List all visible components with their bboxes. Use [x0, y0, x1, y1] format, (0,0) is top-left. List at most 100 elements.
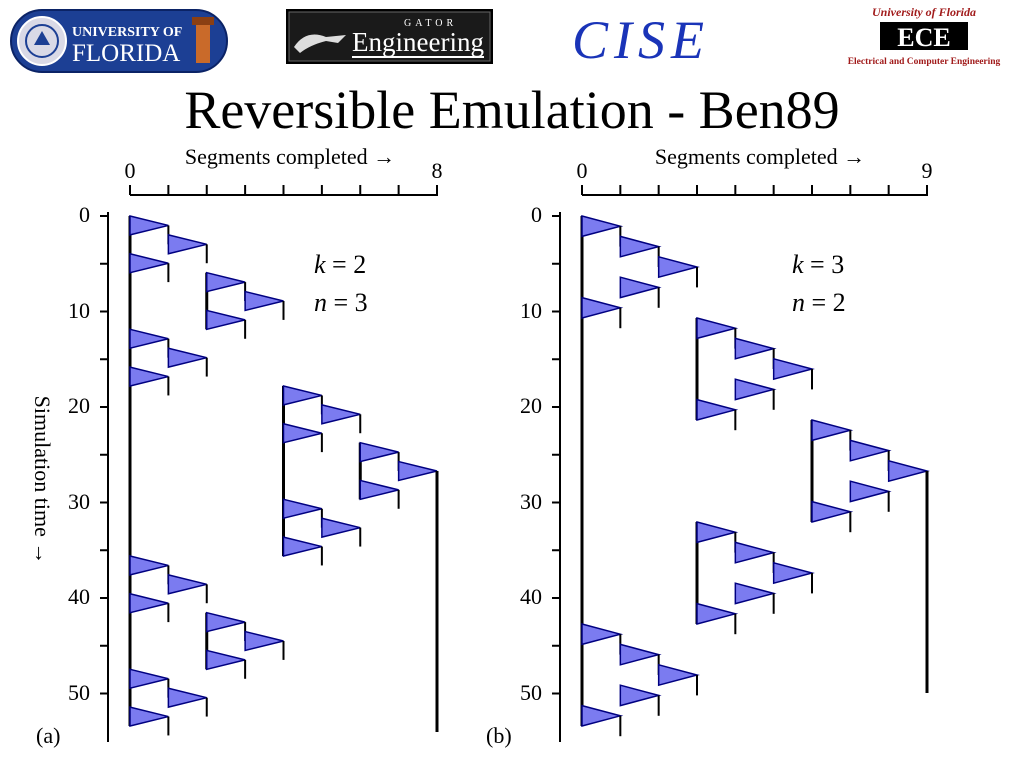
segment-triangle: [321, 403, 361, 425]
segment-triangle: [734, 378, 777, 401]
segment-triangle: [321, 517, 361, 539]
segment-triangle: [619, 684, 662, 707]
segment-triangle: [619, 276, 662, 299]
panel-b-emulation-tree: [580, 215, 930, 737]
panel-b-y-tick-50: 50: [520, 680, 542, 705]
segment-triangle: [581, 704, 624, 727]
svg-text:Engineering: Engineering: [352, 27, 484, 57]
panel-b-n-label: n = 2: [792, 288, 846, 317]
segment-triangle: [657, 255, 700, 279]
segment-triangle: [167, 573, 207, 595]
segment-triangle: [696, 521, 739, 544]
panel-b: 0 9 Segments completed → 0 10 20 30 40 5…: [486, 144, 933, 748]
panel-b-x-tick-start: 0: [577, 158, 588, 183]
segment-triangle: [129, 252, 169, 274]
panel-a-emulation-tree: [128, 215, 439, 736]
university-of-florida-logo: UNIVERSITY OF FLORIDA: [10, 9, 228, 73]
segment-triangle: [811, 419, 854, 442]
segment-triangle: [244, 290, 284, 312]
segment-triangle: [167, 687, 207, 709]
segment-triangle: [359, 441, 399, 463]
segment-triangle: [696, 317, 739, 340]
segment-triangle: [282, 422, 323, 444]
segment-triangle: [734, 582, 777, 605]
ece-logo: University of Florida ECE Electrical and…: [848, 5, 1001, 67]
segment-triangle: [206, 611, 246, 633]
panel-a-n-label: n = 3: [314, 288, 368, 317]
panel-b-x-tick-end: 9: [922, 158, 933, 183]
segment-triangle: [657, 663, 700, 687]
panel-a-x-tick-start: 0: [125, 158, 136, 183]
gator-engineering-logo: GATOR Engineering: [286, 9, 493, 64]
panel-b-y-tick-30: 30: [520, 489, 542, 514]
panel-a-caption: (a): [36, 723, 60, 748]
segment-triangle: [359, 479, 399, 501]
segment-triangle: [129, 592, 169, 614]
panel-a-x-ticks: [129, 185, 438, 195]
segment-triangle: [244, 630, 284, 652]
segment-triangle: [887, 459, 930, 483]
panel-a-y-tick-10: 10: [68, 298, 90, 323]
segment-triangle: [206, 309, 246, 331]
segment-triangle: [167, 347, 207, 369]
segment-triangle: [849, 480, 892, 503]
segment-triangle: [397, 460, 438, 482]
panel-a-y-tick-50: 50: [68, 680, 90, 705]
segment-triangle: [619, 643, 662, 666]
svg-text:FLORIDA: FLORIDA: [72, 40, 180, 67]
panel-a-y-tick-30: 30: [68, 489, 90, 514]
segment-triangle: [849, 439, 892, 462]
segment-triangle: [129, 328, 169, 350]
svg-text:ECE: ECE: [897, 23, 950, 52]
segment-triangle: [129, 366, 169, 387]
segment-triangle: [282, 385, 323, 406]
svg-text:Electrical and Computer Engine: Electrical and Computer Engineering: [848, 57, 1001, 67]
segment-triangle: [696, 602, 739, 625]
panel-b-y-tick-10: 10: [520, 298, 542, 323]
segment-triangle: [129, 215, 169, 236]
panel-b-y-tick-0: 0: [531, 202, 542, 227]
panel-a-x-tick-end: 8: [432, 158, 443, 183]
panel-b-caption: (b): [486, 723, 512, 748]
segment-triangle: [206, 649, 246, 671]
segment-triangle: [619, 235, 662, 258]
segment-triangle: [167, 233, 207, 255]
panel-b-x-axis-label: Segments completed →: [655, 144, 865, 169]
panel-b-x-ticks: [581, 185, 928, 195]
svg-text:GATOR: GATOR: [404, 18, 457, 29]
panel-a-k-label: k = 2: [314, 250, 366, 279]
cise-logo: CISE: [572, 10, 710, 68]
segment-triangle: [129, 668, 169, 690]
segment-triangle: [696, 398, 739, 421]
panel-a: 0 8 Segments completed → 0 10 20 30 40 5…: [30, 144, 443, 748]
panel-a-y-tick-0: 0: [79, 202, 90, 227]
segment-triangle: [581, 215, 624, 238]
segment-triangle: [206, 271, 246, 293]
svg-text:CISE: CISE: [572, 10, 710, 68]
panel-a-y-tick-40: 40: [68, 584, 90, 609]
panel-a-x-axis-label: Segments completed →: [185, 144, 395, 169]
segment-triangle: [772, 561, 815, 585]
segment-triangle: [734, 541, 777, 564]
svg-text:UNIVERSITY OF: UNIVERSITY OF: [72, 25, 182, 40]
segment-triangle: [772, 357, 815, 381]
segment-triangle: [129, 555, 169, 576]
panel-a-y-axis-label: Simulation time →: [30, 396, 55, 565]
panel-b-k-label: k = 3: [792, 250, 844, 279]
segment-triangle: [734, 337, 777, 360]
segment-triangle: [282, 498, 323, 520]
segment-triangle: [282, 536, 323, 557]
panel-b-y-tick-20: 20: [520, 393, 542, 418]
segment-triangle: [129, 706, 169, 727]
segment-triangle: [581, 296, 624, 319]
svg-text:University of Florida: University of Florida: [872, 5, 976, 19]
segment-triangle: [811, 500, 854, 523]
panel-b-y-ticks: [552, 215, 560, 695]
segment-triangle: [581, 623, 624, 646]
panel-b-y-tick-40: 40: [520, 584, 542, 609]
panel-a-y-ticks: [100, 215, 108, 695]
panel-a-y-tick-20: 20: [68, 393, 90, 418]
page-title: Reversible Emulation - Ben89: [184, 80, 840, 140]
